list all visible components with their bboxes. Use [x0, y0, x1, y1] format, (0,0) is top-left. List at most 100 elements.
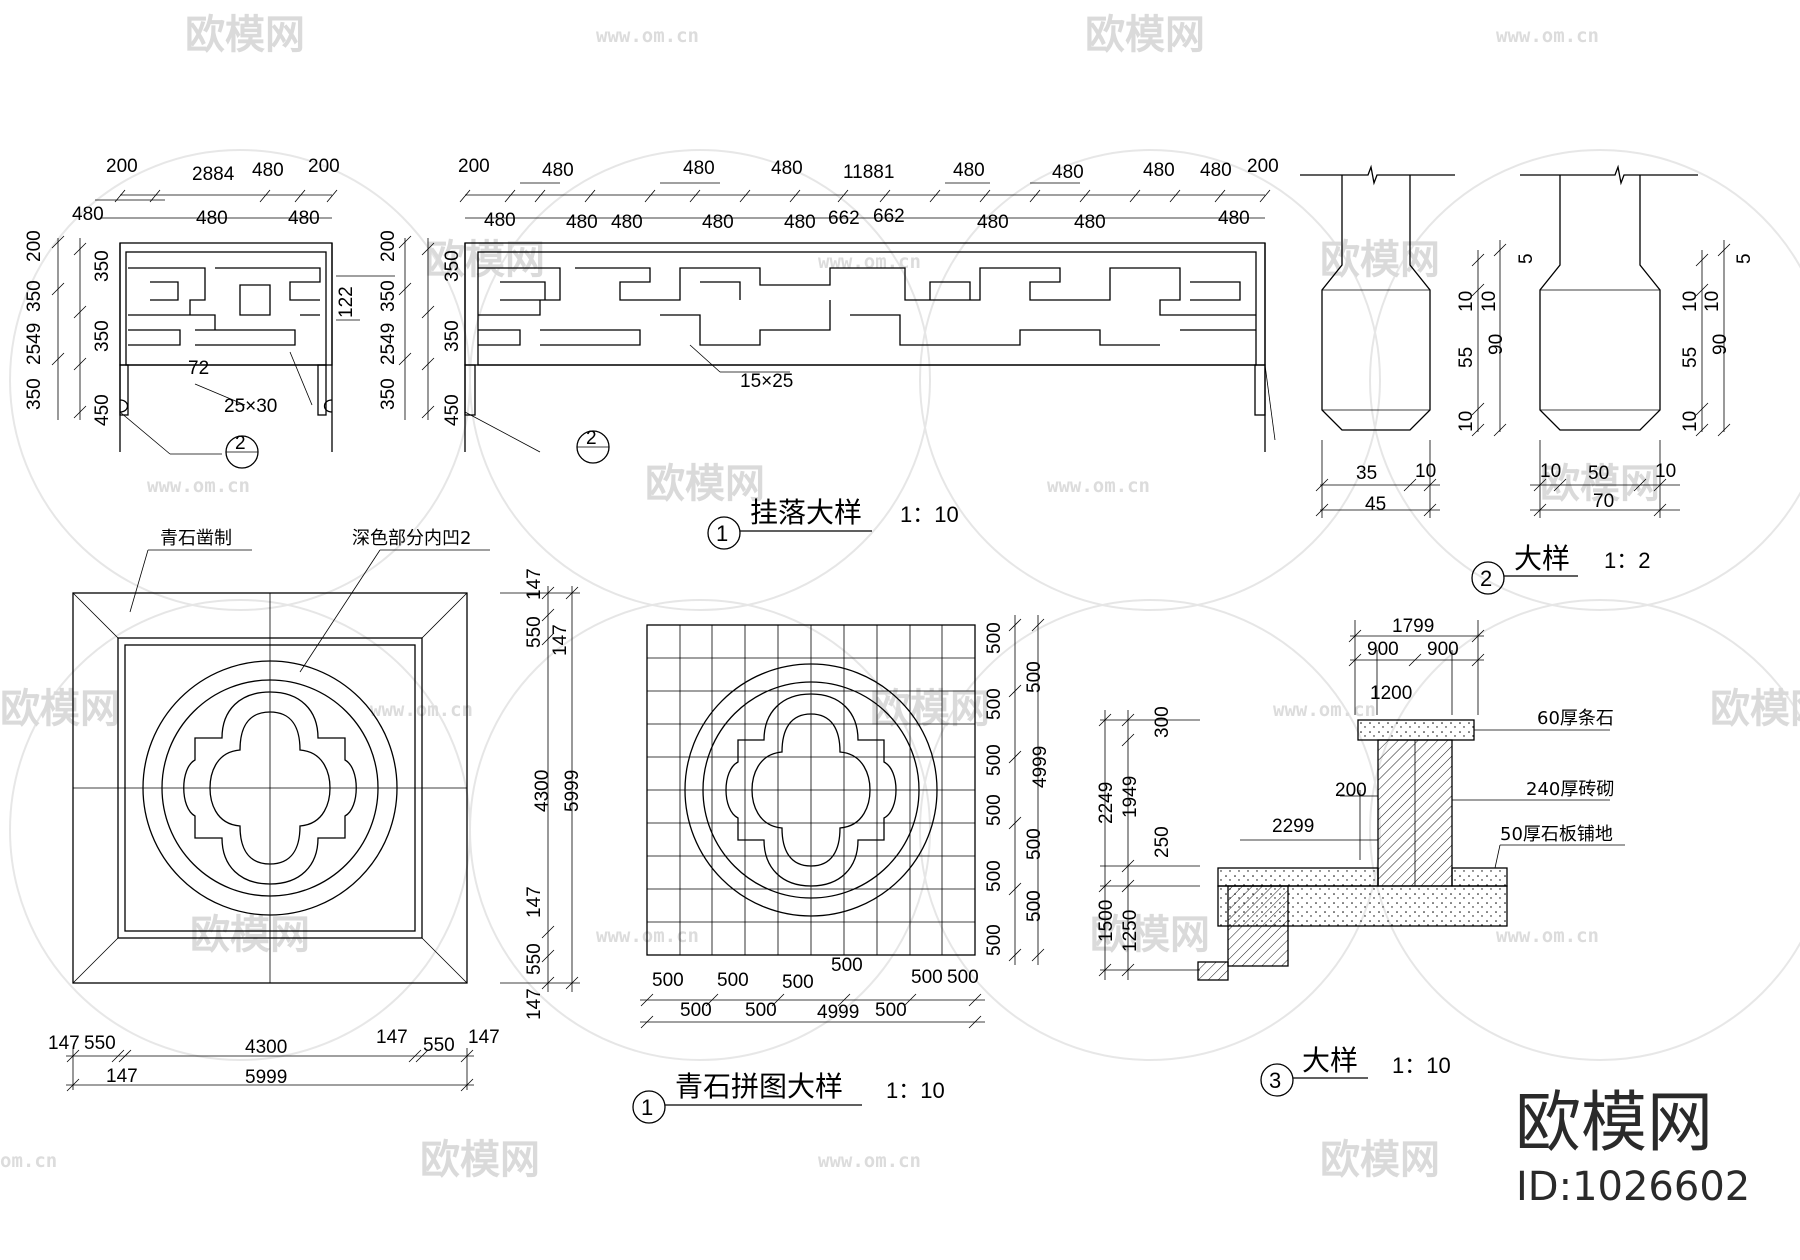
- title-text: 青石拼图大样: [675, 1070, 843, 1103]
- title-scale: 1：10: [900, 502, 959, 527]
- dim-label: 1500: [1096, 900, 1117, 942]
- dim-label: 480: [566, 212, 598, 233]
- dim-label: 1250: [1120, 910, 1141, 952]
- dim-label: 500: [1024, 890, 1045, 922]
- dim-label: 90: [1486, 334, 1507, 355]
- dim-label: 500: [680, 1000, 712, 1021]
- watermark-url: www.om.cn: [1047, 475, 1150, 497]
- dim-label: 900: [1367, 639, 1399, 660]
- watermark-url: www.om.cn: [596, 25, 699, 47]
- title-text: 大样: [1514, 542, 1570, 575]
- dim-label: 15×25: [740, 371, 793, 392]
- dim-label: 4300: [245, 1037, 287, 1058]
- watermark-url: www.om.cn: [147, 475, 250, 497]
- dim-label: 500: [984, 688, 1005, 720]
- dim-label: 350: [24, 280, 45, 312]
- dim-label: 122: [336, 286, 357, 318]
- dim-label: 480: [683, 158, 715, 179]
- dim-label: 480: [1143, 160, 1175, 181]
- dim-label: 350: [92, 250, 113, 282]
- dim-label: 147: [106, 1066, 138, 1087]
- dim-label: 2884: [192, 164, 235, 185]
- dim-label: 350: [378, 280, 399, 312]
- dim-label: 2249: [1096, 782, 1117, 824]
- watermark-url: www.om.cn: [1273, 699, 1376, 721]
- dim-label: 450: [92, 394, 113, 426]
- detail1-dimension-text: 200 2884 480 200 480 480 480 200 350 350…: [24, 156, 1279, 550]
- dim-label: 480: [288, 208, 320, 229]
- brand-logo-text: 欧模网: [1515, 1084, 1713, 1161]
- dim-label: 500: [984, 860, 1005, 892]
- dim-label: 2549: [378, 323, 399, 365]
- dim-label: 480: [953, 160, 985, 181]
- dim-label: 480: [1200, 160, 1232, 181]
- dim-label: 500: [652, 970, 684, 991]
- corner-brand: 欧模网 ID:1026602: [1515, 1084, 1750, 1210]
- dim-label: 147: [524, 988, 545, 1020]
- dim-label: 55: [1680, 347, 1701, 368]
- watermark-brand: 欧模网: [1320, 237, 1440, 283]
- title-text: 挂落大样: [750, 496, 862, 529]
- dim-label: 200: [378, 230, 399, 262]
- dim-label: 25×30: [224, 396, 277, 417]
- dim-label: 2549: [24, 323, 45, 365]
- watermark-brand: 欧模网: [870, 686, 990, 732]
- dim-label: 480: [1052, 162, 1084, 183]
- watermark-url: www.om.cn: [1496, 25, 1599, 47]
- dim-label: 350: [378, 378, 399, 410]
- dim-label: 250: [1152, 826, 1173, 858]
- dim-label: 500: [984, 622, 1005, 654]
- dim-label: 550: [423, 1035, 455, 1056]
- watermark-brand: 欧模网: [1085, 12, 1205, 58]
- dim-label: 480: [784, 212, 816, 233]
- dim-label: 147: [48, 1033, 80, 1054]
- section-note: 60厚条石: [1537, 708, 1614, 729]
- dim-label: 5999: [245, 1067, 287, 1088]
- section-note: 50厚石板铺地: [1500, 824, 1613, 845]
- title-number: 1: [716, 521, 728, 546]
- dim-label: 1949: [1120, 776, 1141, 818]
- detail3-section: 1799 900 900 1200 200 2299 300 2249 1949…: [1096, 616, 1625, 1097]
- detail2-profiles: 5 10 10 55 90 10 5 10 10 55 90 10 35 10 …: [1300, 164, 1755, 595]
- dim-label: 10: [1680, 291, 1701, 312]
- title-scale: 1：10: [1392, 1053, 1451, 1078]
- plan-label-recess: 深色部分内凹2: [352, 528, 471, 549]
- dim-label: 10: [1415, 461, 1436, 482]
- dim-label: 500: [984, 924, 1005, 956]
- dim-label: 480: [977, 212, 1009, 233]
- dim-label: 550: [524, 943, 545, 975]
- dim-label: 480: [611, 212, 643, 233]
- dim-label: 5: [1734, 253, 1755, 264]
- watermark-brand: 欧模网: [1320, 1137, 1440, 1183]
- watermark-url: www.om.cn: [818, 1150, 921, 1172]
- dim-label: 450: [442, 394, 463, 426]
- callout-number: 2: [235, 433, 246, 454]
- dim-label: 200: [106, 156, 138, 177]
- dim-label: 480: [542, 160, 574, 181]
- dim-label: 900: [1427, 639, 1459, 660]
- dim-label: 11881: [843, 162, 894, 183]
- title-scale: 1：2: [1604, 548, 1650, 573]
- dim-label: 10: [1702, 291, 1723, 312]
- dim-label: 147: [524, 568, 545, 600]
- plan-label-stone: 青石凿制: [160, 528, 232, 549]
- dim-label: 480: [771, 158, 803, 179]
- dim-label: 500: [831, 955, 863, 976]
- dim-label: 500: [984, 794, 1005, 826]
- dim-label: 10: [1655, 461, 1676, 482]
- dim-label: 147: [524, 886, 545, 918]
- dim-label: 662: [873, 206, 905, 227]
- dim-label: 1200: [1370, 683, 1412, 704]
- dim-label: 10: [1456, 291, 1477, 312]
- watermark-url: www.om.cn: [1496, 925, 1599, 947]
- dim-label: 480: [196, 208, 228, 229]
- watermark-brand: 欧模网: [420, 1137, 540, 1183]
- dim-label: 300: [1152, 706, 1173, 738]
- dim-label: 147: [468, 1027, 500, 1048]
- dim-label: 500: [911, 967, 943, 988]
- dim-label: 662: [828, 208, 860, 229]
- callout-number: 2: [586, 428, 597, 449]
- dim-label: 480: [72, 204, 104, 225]
- model-id: ID:1026602: [1516, 1164, 1750, 1210]
